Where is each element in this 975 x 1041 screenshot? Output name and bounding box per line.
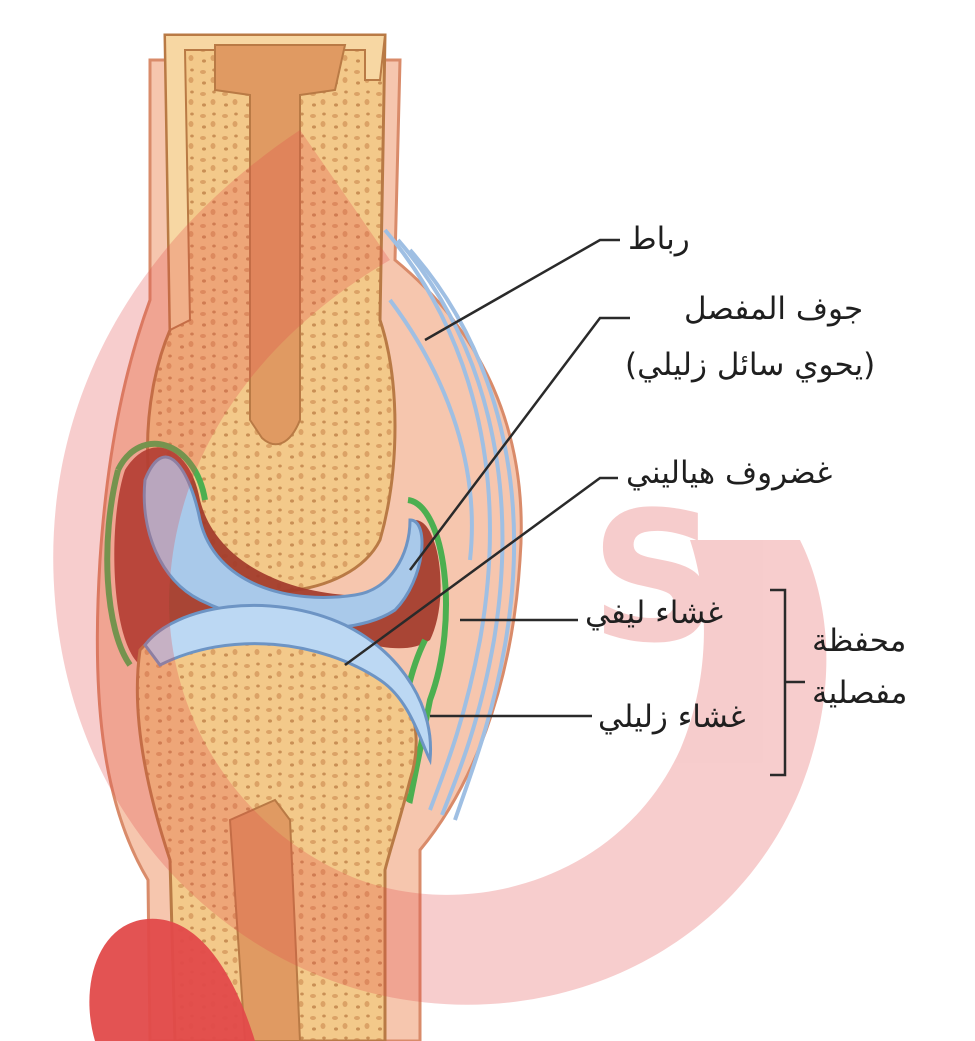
label-ligament: رباط — [628, 222, 690, 258]
label-joint-capsule-line2: مفصلية — [812, 676, 907, 712]
label-hyaline-cartilage: غضروف هياليني — [626, 456, 832, 492]
label-joint-cavity-note: (يحوي سائل زليلي) — [625, 348, 875, 384]
label-synovial-membrane: غشاء زليلي — [598, 700, 746, 736]
label-joint-cavity: جوف المفصل — [684, 292, 863, 328]
label-fibrous-membrane: غشاء ليفي — [585, 596, 723, 632]
label-joint-capsule-line1: محفظة — [812, 624, 906, 660]
svg-text:S: S — [590, 474, 720, 683]
